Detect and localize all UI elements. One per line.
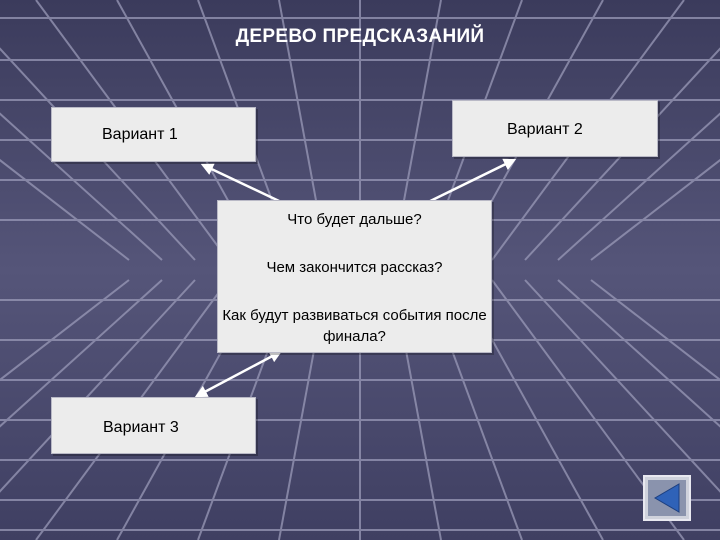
- triangle-left-icon: [654, 483, 680, 513]
- variant-1-label: Вариант 1: [102, 126, 178, 143]
- diagram-title: ДЕРЕВО ПРЕДСКАЗАНИЙ: [235, 26, 485, 47]
- variant-2-label: Вариант 2: [507, 121, 583, 138]
- question-after-finale: Как будут развиваться события после фина…: [222, 307, 487, 345]
- nav-back-face: [648, 480, 686, 516]
- variant-3-box: Вариант 3: [51, 397, 256, 454]
- question-story-ending: Чем закончится рассказ?: [266, 259, 443, 276]
- question-what-next: Что будет дальше?: [287, 211, 422, 228]
- nav-back-button[interactable]: [643, 475, 691, 521]
- variant-1-box: Вариант 1: [51, 107, 256, 162]
- central-question-box: Что будет дальше? Чем закончится рассказ…: [217, 200, 492, 353]
- variant-3-label: Вариант 3: [103, 419, 179, 436]
- variant-2-box: Вариант 2: [452, 100, 658, 157]
